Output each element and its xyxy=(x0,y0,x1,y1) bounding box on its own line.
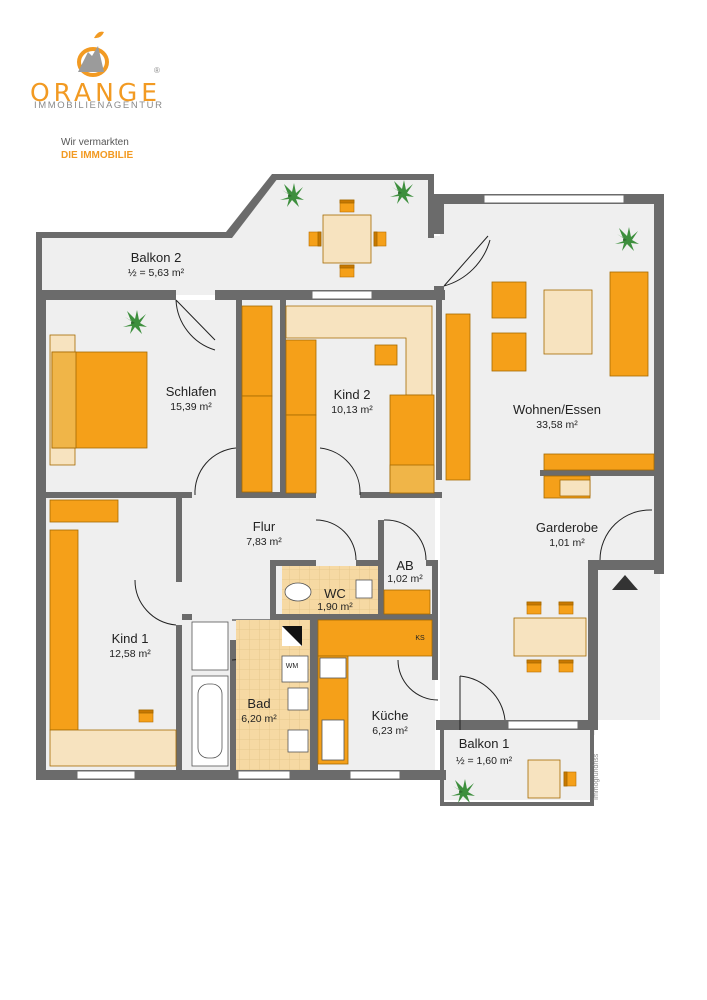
tagline-line2: DIE IMMOBILIE xyxy=(61,150,134,161)
wc-name: WC xyxy=(324,586,346,601)
house-leaf-icon xyxy=(77,31,109,77)
wohnen-name: Wohnen/Essen xyxy=(513,402,601,417)
flur-area: 7,83 m² xyxy=(246,536,282,548)
washing-machine-label: WM xyxy=(286,663,299,670)
garderobe-name: Garderobe xyxy=(536,520,598,535)
bad-name: Bad xyxy=(247,696,270,711)
entrance-arrow-icon xyxy=(612,575,638,590)
balkon2-area: ½ = 5,63 m² xyxy=(128,267,185,279)
kind1-name: Kind 1 xyxy=(112,631,149,646)
balkon1-name: Balkon 1 xyxy=(459,736,510,751)
kind2-area: 10,13 m² xyxy=(331,404,373,416)
room-labels: Balkon 2 ½ = 5,63 m² Schlafen 15,39 m² K… xyxy=(109,250,601,800)
schlafen-area: 15,39 m² xyxy=(170,401,212,413)
wc-area: 1,90 m² xyxy=(317,601,353,613)
kind2-name: Kind 2 xyxy=(334,387,371,402)
fridge-label: KS xyxy=(415,635,425,642)
ab-name: AB xyxy=(396,558,413,573)
windows xyxy=(76,194,625,780)
wohnen-area: 33,58 m² xyxy=(536,419,578,431)
kind1-area: 12,58 m² xyxy=(109,648,151,660)
bad-area: 6,20 m² xyxy=(241,713,277,725)
kueche-name: Küche xyxy=(372,708,409,723)
balkon2-name: Balkon 2 xyxy=(131,250,182,265)
registered-mark: ® xyxy=(154,66,160,75)
logo-wordmark: ORANGE xyxy=(30,78,162,107)
ab-area: 1,02 m² xyxy=(387,573,423,585)
furniture xyxy=(49,199,655,799)
logo-subtitle: IMMOBILIENAGENTUR xyxy=(34,100,164,111)
company-logo: ORANGE ® IMMOBILIENAGENTUR xyxy=(30,28,180,118)
tagline-line1: Wir vermarkten xyxy=(61,137,129,148)
garderobe-area: 1,01 m² xyxy=(549,537,585,549)
schlafen-name: Schlafen xyxy=(166,384,217,399)
kueche-area: 6,23 m² xyxy=(372,725,408,737)
balkon1-area: ½ = 1,60 m² xyxy=(456,755,513,767)
watermark: Immogrundriss xyxy=(593,753,600,800)
flur-name: Flur xyxy=(253,519,276,534)
